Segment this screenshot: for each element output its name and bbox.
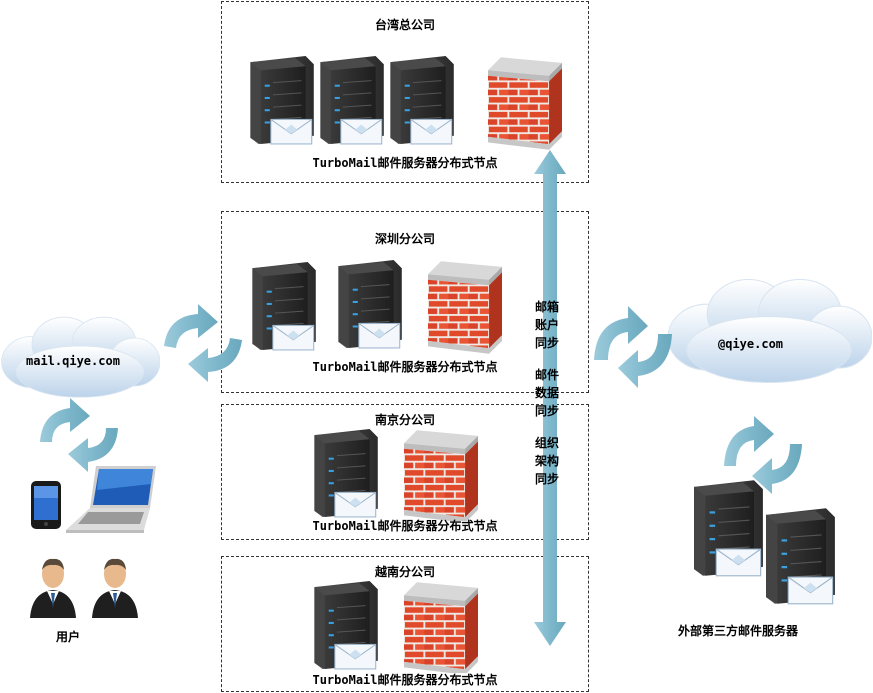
curved-arrow-icon — [618, 334, 672, 388]
office-box-vietnam: 越南分公司 TurboMail邮件服务器分布式节点 — [221, 556, 589, 692]
office-box-nanjing: 南京分公司 TurboMail邮件服务器分布式节点 — [221, 404, 589, 540]
server-icon — [330, 258, 402, 350]
sync-label-mailbox: 邮箱账户同步 — [534, 300, 559, 350]
user-avatar-icon — [28, 556, 78, 618]
server-icon — [244, 260, 316, 352]
server-icon — [312, 54, 384, 146]
curved-arrow-icon — [188, 338, 242, 382]
server-icon — [306, 427, 378, 519]
left-cloud-label: mail.qiye.com — [26, 354, 120, 368]
server-icon — [684, 478, 764, 578]
laptop-icon — [66, 466, 156, 533]
office-caption: TurboMail邮件服务器分布式节点 — [312, 156, 498, 170]
sync-label-maildata: 邮件数据同步 — [534, 368, 559, 418]
firewall-icon — [404, 573, 478, 673]
office-caption: TurboMail邮件服务器分布式节点 — [312, 519, 498, 533]
office-caption: TurboMail邮件服务器分布式节点 — [312, 360, 498, 374]
sync-double-arrow — [534, 150, 566, 646]
phone-icon — [31, 481, 61, 529]
external-servers-label: 外部第三方邮件服务器 — [678, 624, 799, 638]
office-title: 南京分公司 — [374, 413, 435, 427]
curved-arrow-icon — [164, 304, 218, 348]
server-icon — [242, 54, 314, 146]
curved-arrow-icon — [40, 398, 90, 442]
office-title: 深圳分公司 — [374, 232, 435, 246]
office-box-taiwan: 台湾总公司 TurboMail邮件服务器分布式节点 — [221, 1, 589, 183]
curved-arrow-icon — [724, 416, 774, 466]
server-icon — [382, 54, 454, 146]
curved-arrow-icon — [68, 428, 118, 472]
firewall-icon — [404, 421, 478, 521]
firewall-icon — [428, 250, 502, 354]
user-avatar-icon — [90, 556, 140, 618]
curved-arrow-icon — [594, 306, 648, 360]
right-cloud-label: @qiye.com — [718, 337, 784, 351]
office-box-shenzhen: 深圳分公司 TurboMail邮件服务器分布式节点 — [221, 211, 589, 393]
curved-arrow-icon — [752, 444, 802, 494]
firewall-icon — [488, 46, 562, 150]
cloud-icon — [666, 252, 872, 412]
sync-label-org: 组织架构同步 — [534, 436, 559, 486]
server-icon — [756, 506, 836, 606]
office-title: 越南分公司 — [374, 565, 435, 579]
office-caption: TurboMail邮件服务器分布式节点 — [312, 673, 498, 687]
users-label: 用户 — [56, 630, 81, 644]
office-title: 台湾总公司 — [374, 18, 435, 32]
server-icon — [306, 579, 378, 671]
